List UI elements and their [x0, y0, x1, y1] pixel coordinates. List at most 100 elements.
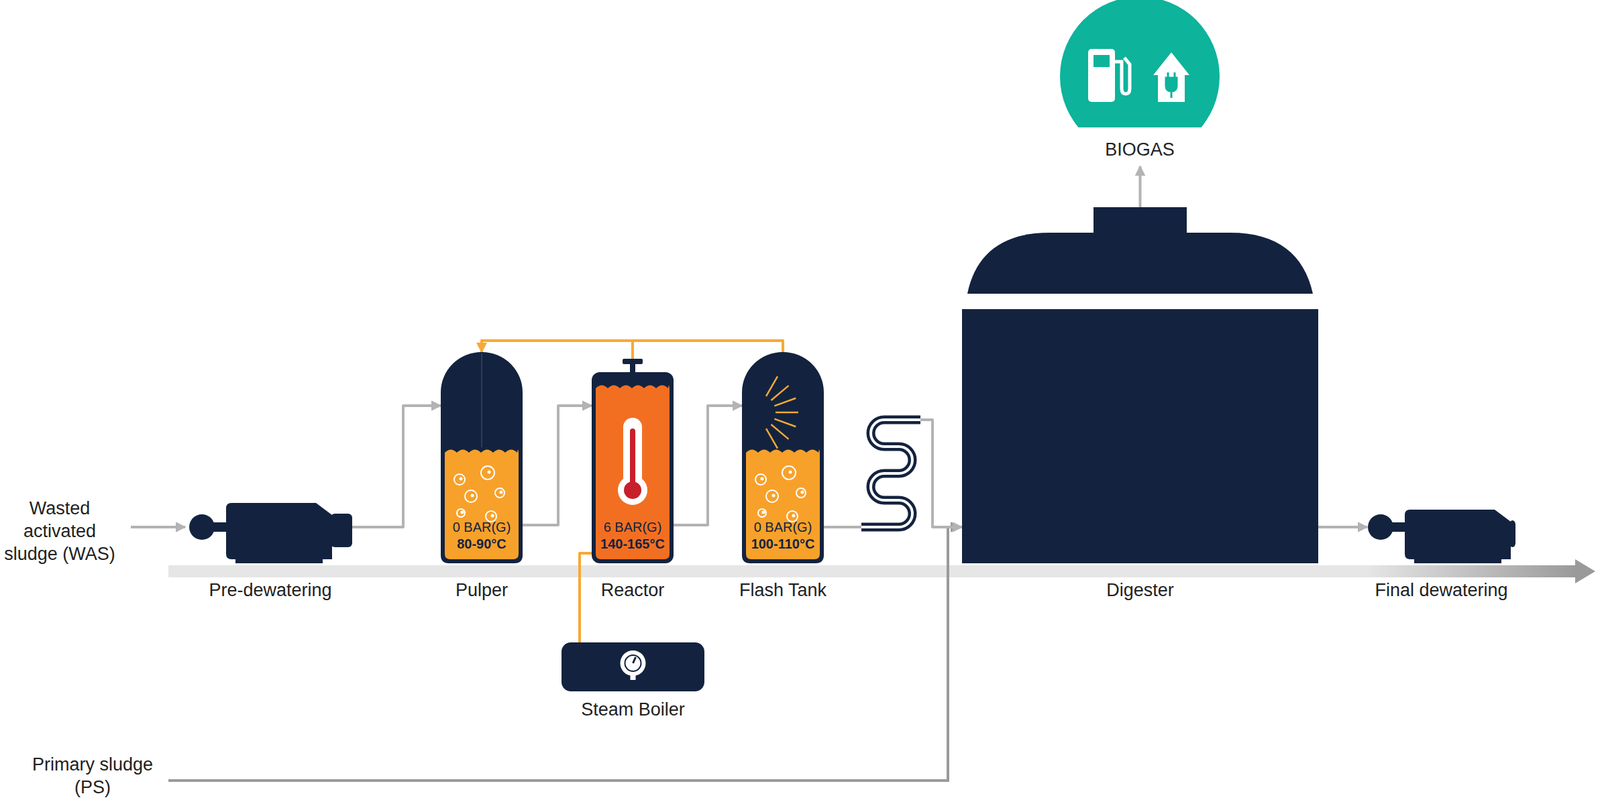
unit-label: Steam Boiler [580, 699, 685, 721]
steam-line [579, 553, 592, 643]
biogas-output: BIOGAS [1059, 0, 1220, 128]
house-icon [1153, 52, 1190, 102]
unit-label: Digester [1106, 580, 1175, 602]
pump-flange [1509, 520, 1516, 548]
reactor-shell [591, 372, 674, 564]
microbe [766, 490, 779, 503]
dewatering-unit: Final dewatering [1367, 509, 1516, 564]
pump-motor [1367, 514, 1394, 541]
microbe [758, 509, 767, 518]
coil-tube [861, 419, 921, 528]
coil-ground [861, 406, 921, 539]
unit-label: Pulper [455, 580, 508, 602]
sludge-line [1318, 525, 1368, 529]
gauge-needle [633, 657, 636, 664]
microbe-dot [788, 470, 793, 475]
microbe [454, 474, 465, 486]
digester-tank-shape [962, 207, 1319, 564]
temperature-range: 140-165°C [591, 536, 674, 553]
digester-dome [967, 232, 1313, 294]
sludge-line [522, 405, 592, 526]
pump-body [226, 503, 333, 560]
microbe [495, 488, 505, 498]
spray-line [766, 428, 778, 449]
pump-body [1404, 509, 1511, 560]
unit-label: Pre-dewatering [208, 580, 332, 602]
pressure-reading: 0 BAR(G) [440, 519, 523, 536]
steam-boiler-shape [561, 642, 705, 692]
spray-line [766, 376, 778, 396]
pump-flange [330, 513, 353, 548]
microbe-dot [801, 491, 805, 495]
temperature-range: 80-90°C [440, 536, 523, 553]
inlet-label: Primary sludge (PS) [25, 754, 160, 800]
microbe-dot [760, 477, 765, 482]
pump-foot [235, 558, 323, 564]
sludge-line [1139, 166, 1142, 208]
biogas-output-shape [1059, 0, 1220, 128]
gauge-stem [630, 674, 636, 681]
microbe-dot [470, 494, 475, 498]
ground-arrow [1575, 559, 1596, 584]
microbe-dot [460, 511, 465, 515]
spray-line [770, 424, 789, 440]
fuel-pump-icon [1088, 48, 1115, 102]
microbe-dot [772, 494, 776, 498]
boiler-body [561, 642, 705, 692]
microbe [456, 509, 465, 518]
dewatering-unit-shape [1367, 509, 1516, 564]
microbe [782, 466, 796, 480]
dewatering-unit: Pre-dewatering [188, 503, 353, 564]
steam-line [481, 340, 633, 359]
pressure-reading: 0 BAR(G) [741, 519, 824, 536]
plug-icon [1165, 72, 1177, 98]
pressure-gauge [620, 650, 647, 677]
steam-boiler: Steam Boiler [561, 642, 705, 692]
temperature-range: 100-110°C [741, 536, 824, 553]
digester-cap [1093, 207, 1187, 235]
biogas-disc [1059, 0, 1220, 128]
spray-line [775, 411, 799, 414]
microbe-dot [762, 511, 766, 515]
inlet-label: Wasted activated sludge (WAS) [2, 497, 117, 566]
tank-seam [481, 353, 483, 448]
microbe-dot [487, 470, 492, 475]
unit-label: BIOGAS [1104, 139, 1175, 161]
unit-label: Final dewatering [1374, 580, 1508, 602]
spray-line [774, 419, 796, 428]
spray-line [770, 385, 789, 401]
tank-shell [440, 352, 523, 564]
microbe [755, 474, 767, 486]
pump-foot [1414, 558, 1502, 564]
sludge-line [352, 405, 441, 528]
digester-body [962, 309, 1319, 564]
pump-motor [189, 514, 215, 541]
pressure-reading: 6 BAR(G) [591, 519, 674, 536]
sludge-line [673, 405, 742, 526]
spray-line [774, 398, 796, 407]
gauge-face [625, 655, 642, 672]
microbe-dot [792, 514, 796, 518]
thermometer-fill [623, 481, 642, 500]
pulper-tank: 0 BAR(G)80-90°CPulper [440, 352, 523, 564]
tank-shell [741, 352, 824, 564]
microbe [464, 490, 477, 503]
dewatering-unit-shape [188, 503, 353, 564]
microbe [481, 466, 495, 480]
thermometer-column [629, 428, 636, 491]
flash-tank: 0 BAR(G)100-110°CFlash Tank [741, 352, 824, 564]
digester-tank: Digester [962, 207, 1319, 564]
ps-inlet-line [168, 527, 960, 781]
ground-band [168, 565, 1578, 578]
unit-label: Reactor [601, 580, 665, 602]
unit-label: Flash Tank [739, 580, 827, 602]
was-inlet-line [130, 525, 186, 529]
microbe [796, 488, 806, 498]
fuel-pump-screen [1093, 55, 1110, 68]
microbe-dot [499, 491, 504, 495]
fuel-pump-hose [1114, 57, 1130, 94]
microbe-dot [459, 477, 463, 482]
reactor-vessel: 6 BAR(G)140-165°CReactor [591, 358, 674, 564]
coil-tube-core [861, 419, 921, 528]
microbe-dot [491, 514, 495, 518]
